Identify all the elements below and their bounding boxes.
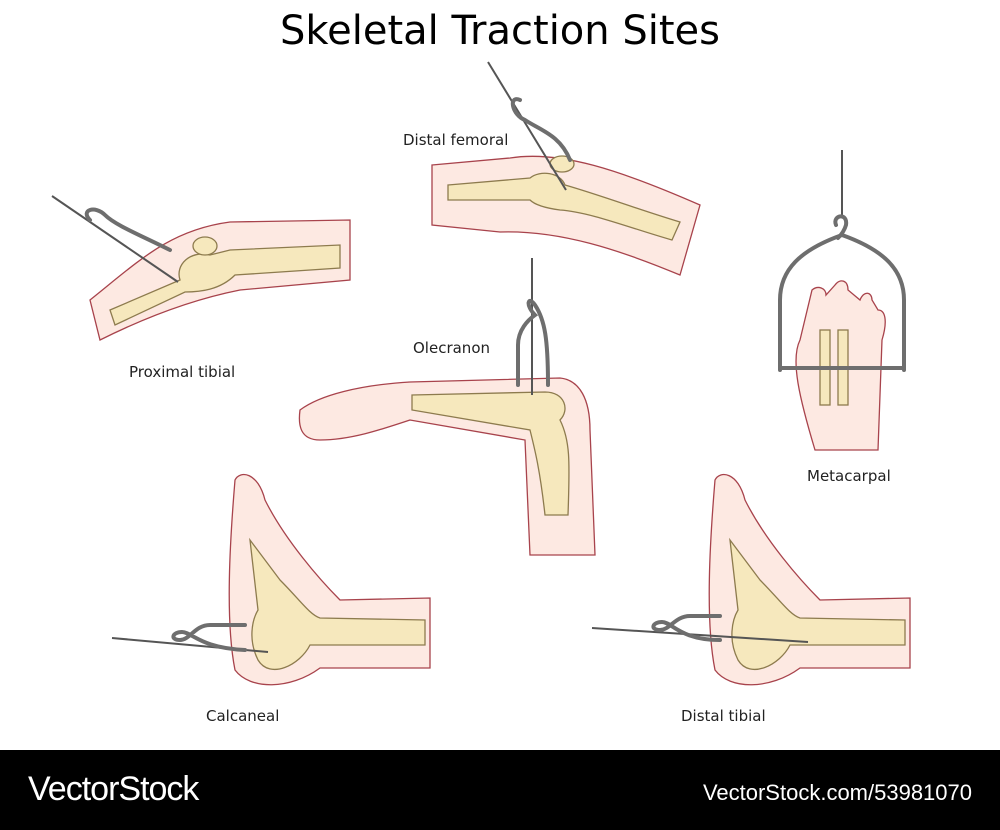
- illustration: [51, 61, 911, 686]
- label-distal-femoral: Distal femoral: [403, 131, 509, 149]
- label-proximal-tibial: Proximal tibial: [129, 363, 236, 381]
- proximal-tibial-illustration: [51, 195, 351, 341]
- distal-tibial-illustration: [591, 473, 911, 686]
- olecranon-illustration: [298, 258, 596, 556]
- label-distal-tibial: Distal tibial: [681, 707, 766, 725]
- footer-bar: VectorStock VectorStock.com/53981070: [0, 750, 1000, 830]
- label-olecranon: Olecranon: [413, 339, 490, 357]
- distal-femoral-illustration: [431, 61, 701, 276]
- label-metacarpal: Metacarpal: [807, 467, 891, 485]
- brand-logo: VectorStock: [28, 770, 199, 808]
- image-id: VectorStock.com/53981070: [702, 780, 972, 805]
- metacarpal-illustration: [778, 150, 906, 451]
- label-calcaneal: Calcaneal: [206, 707, 280, 725]
- calcaneal-illustration: [111, 473, 431, 686]
- diagram-title: Skeletal Traction Sites: [280, 8, 720, 54]
